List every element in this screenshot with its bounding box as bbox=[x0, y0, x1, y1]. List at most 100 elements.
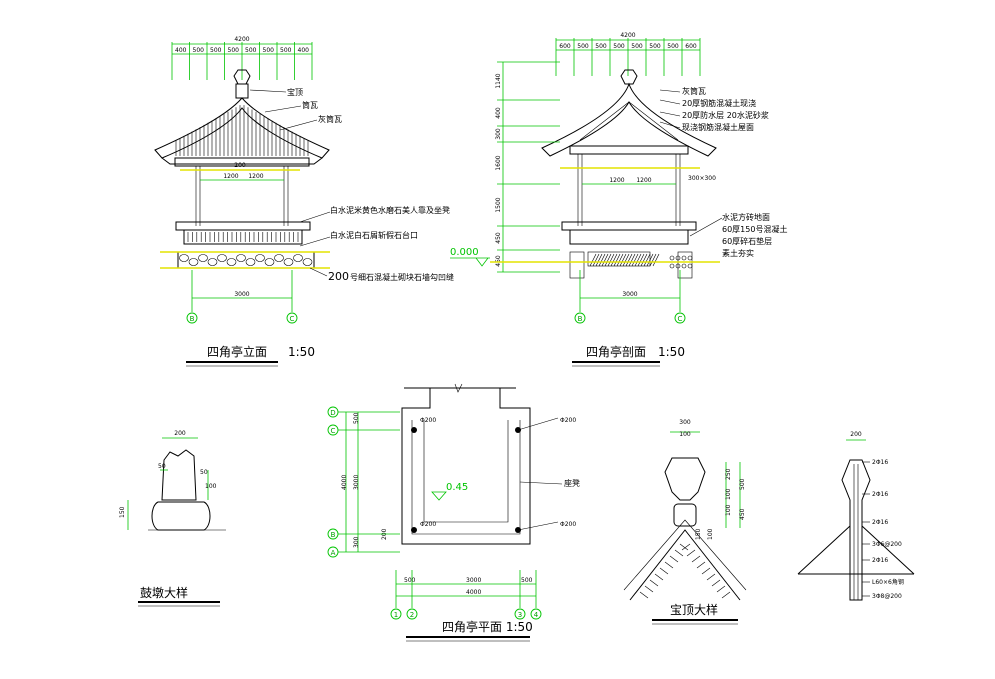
section-height-dim: 1140 bbox=[495, 73, 502, 88]
elevation-dim-seg: 400 bbox=[298, 47, 310, 54]
svg-text:1200: 1200 bbox=[248, 173, 263, 180]
elevation-total-dim: 4200 bbox=[234, 36, 249, 43]
section-dim-seg: 600 bbox=[685, 43, 697, 50]
stone bbox=[207, 258, 218, 266]
elevation-dim-seg: 500 bbox=[280, 47, 292, 54]
section-dim-seg: 500 bbox=[631, 43, 643, 50]
rebar-detail: 200 2Φ162Φ162Φ163Φ6@2002Φ16L60×6角钢3Φ8@20… bbox=[797, 431, 915, 601]
section-dim-seg: 500 bbox=[667, 43, 679, 50]
plan-axis-label: 2 bbox=[410, 611, 414, 619]
finial-dim: 450 bbox=[739, 508, 746, 520]
finial-dim: 250 bbox=[725, 468, 732, 480]
section-height-dim: 1600 bbox=[495, 155, 502, 170]
plan-axis-left bbox=[327, 406, 339, 418]
section-dim-seg: 500 bbox=[577, 43, 589, 50]
plan-axis-label: A bbox=[331, 549, 336, 557]
svg-text:100: 100 bbox=[679, 431, 691, 438]
svg-text:C: C bbox=[290, 315, 295, 323]
plan-axis-bottom bbox=[406, 608, 418, 620]
note-stone-wall: 号细石混凝土砌块石墙勾凹缝 bbox=[350, 272, 454, 282]
plan-view: Φ200 Φ200 Φ200 Φ200 座凳 0.45 500 3000 500… bbox=[327, 383, 580, 642]
finial-title: 宝顶大样 bbox=[670, 602, 718, 617]
plan-axis-label: D bbox=[330, 409, 335, 417]
section-height-dim: 1500 bbox=[495, 197, 502, 212]
elevation-dim-seg: 500 bbox=[193, 47, 205, 54]
roof-tile-hatch bbox=[175, 105, 309, 156]
stone bbox=[236, 254, 246, 262]
section-scale: 1:50 bbox=[658, 345, 685, 359]
stone bbox=[274, 254, 284, 262]
plan-column bbox=[411, 527, 417, 533]
finial-dim: 100 bbox=[725, 504, 732, 516]
note-platform: 白水泥白石屑斩假石台口 bbox=[330, 230, 418, 240]
plan-title: 四角亭平面 1:50 bbox=[442, 619, 533, 634]
rebar-label: 2Φ16 bbox=[872, 491, 888, 498]
rebar-label: 2Φ16 bbox=[872, 557, 888, 564]
svg-text:3000: 3000 bbox=[353, 475, 360, 490]
elevation-dim-seg: 400 bbox=[175, 47, 187, 54]
svg-text:500: 500 bbox=[404, 577, 416, 584]
svg-text:Φ200: Φ200 bbox=[560, 417, 576, 424]
finial-dim: 100 bbox=[725, 488, 732, 500]
elevation-dim-seg: 500 bbox=[245, 47, 257, 54]
svg-text:300×300: 300×300 bbox=[688, 175, 716, 182]
elevation-dim-seg: 500 bbox=[210, 47, 222, 54]
elevation-axis-c bbox=[286, 312, 298, 324]
section-height-dim: 300 bbox=[495, 128, 502, 140]
plan-outer-wall bbox=[401, 388, 531, 545]
svg-text:4000: 4000 bbox=[341, 475, 348, 490]
section-dim-seg: 600 bbox=[559, 43, 571, 50]
svg-text:300: 300 bbox=[679, 419, 691, 426]
svg-text:Φ200: Φ200 bbox=[420, 417, 436, 424]
section-note: 素土夯实 bbox=[722, 248, 754, 258]
section-finial bbox=[620, 69, 638, 85]
section-note: 20厚钢筋混凝土现浇 bbox=[682, 98, 756, 108]
stone bbox=[293, 254, 303, 262]
svg-text:1200: 1200 bbox=[223, 173, 238, 180]
section-note: 20厚防水层 20水泥砂浆 bbox=[682, 110, 769, 120]
elevation-stone-base bbox=[177, 251, 315, 269]
elevation-dim-seg: 500 bbox=[263, 47, 275, 54]
svg-text:4000: 4000 bbox=[466, 589, 481, 596]
section-note: 灰筒瓦 bbox=[682, 86, 706, 96]
drum-title: 鼓墩大样 bbox=[140, 585, 188, 600]
section-height-dim: 450 bbox=[495, 255, 502, 267]
drum-stool-detail: 200 50 50 150 100 鼓墩大样 bbox=[119, 430, 226, 607]
section-dim-seg: 500 bbox=[595, 43, 607, 50]
section-foundation-hatch bbox=[589, 253, 693, 269]
plan-bench-note: 座凳 bbox=[564, 478, 580, 488]
elevation-top-dims: 4200 400 500 500 500 500 500 500 400 bbox=[171, 36, 313, 80]
plan-axis-bottom bbox=[390, 608, 402, 620]
section-level: 0.000 bbox=[450, 247, 479, 258]
svg-text:200: 200 bbox=[174, 430, 186, 437]
stone bbox=[226, 258, 237, 266]
drum-stool-body bbox=[161, 449, 197, 501]
svg-text:500: 500 bbox=[353, 412, 360, 424]
svg-text:100: 100 bbox=[205, 483, 217, 490]
elevation-dim-seg: 500 bbox=[228, 47, 240, 54]
section-axis-b bbox=[574, 312, 586, 324]
elevation-roof bbox=[154, 97, 330, 159]
svg-text:3000: 3000 bbox=[466, 577, 481, 584]
rebar-label: L60×6角钢 bbox=[872, 578, 904, 586]
note-tile: 筒瓦 bbox=[302, 100, 318, 110]
rebar-label: 2Φ16 bbox=[872, 519, 888, 526]
stone bbox=[198, 254, 208, 262]
section-note: 现浇钢筋混凝土屋面 bbox=[682, 122, 754, 132]
finial-dim: 500 bbox=[739, 478, 746, 490]
note-bench: 白水泥米黄色水磨石美人靠及坐凳 bbox=[330, 205, 450, 215]
plan-axis-bottom bbox=[530, 608, 542, 620]
stone bbox=[217, 254, 227, 262]
plan-column bbox=[411, 427, 417, 433]
svg-text:1200: 1200 bbox=[609, 177, 624, 184]
svg-text:B: B bbox=[190, 315, 195, 323]
stone bbox=[245, 258, 256, 266]
finial-dim: 150 bbox=[695, 528, 702, 540]
svg-text:200: 200 bbox=[234, 162, 246, 169]
stone bbox=[188, 258, 199, 266]
svg-text:3000: 3000 bbox=[622, 291, 637, 298]
section-title: 四角亭剖面 bbox=[586, 344, 646, 359]
elevation-scale: 1:50 bbox=[288, 345, 315, 359]
